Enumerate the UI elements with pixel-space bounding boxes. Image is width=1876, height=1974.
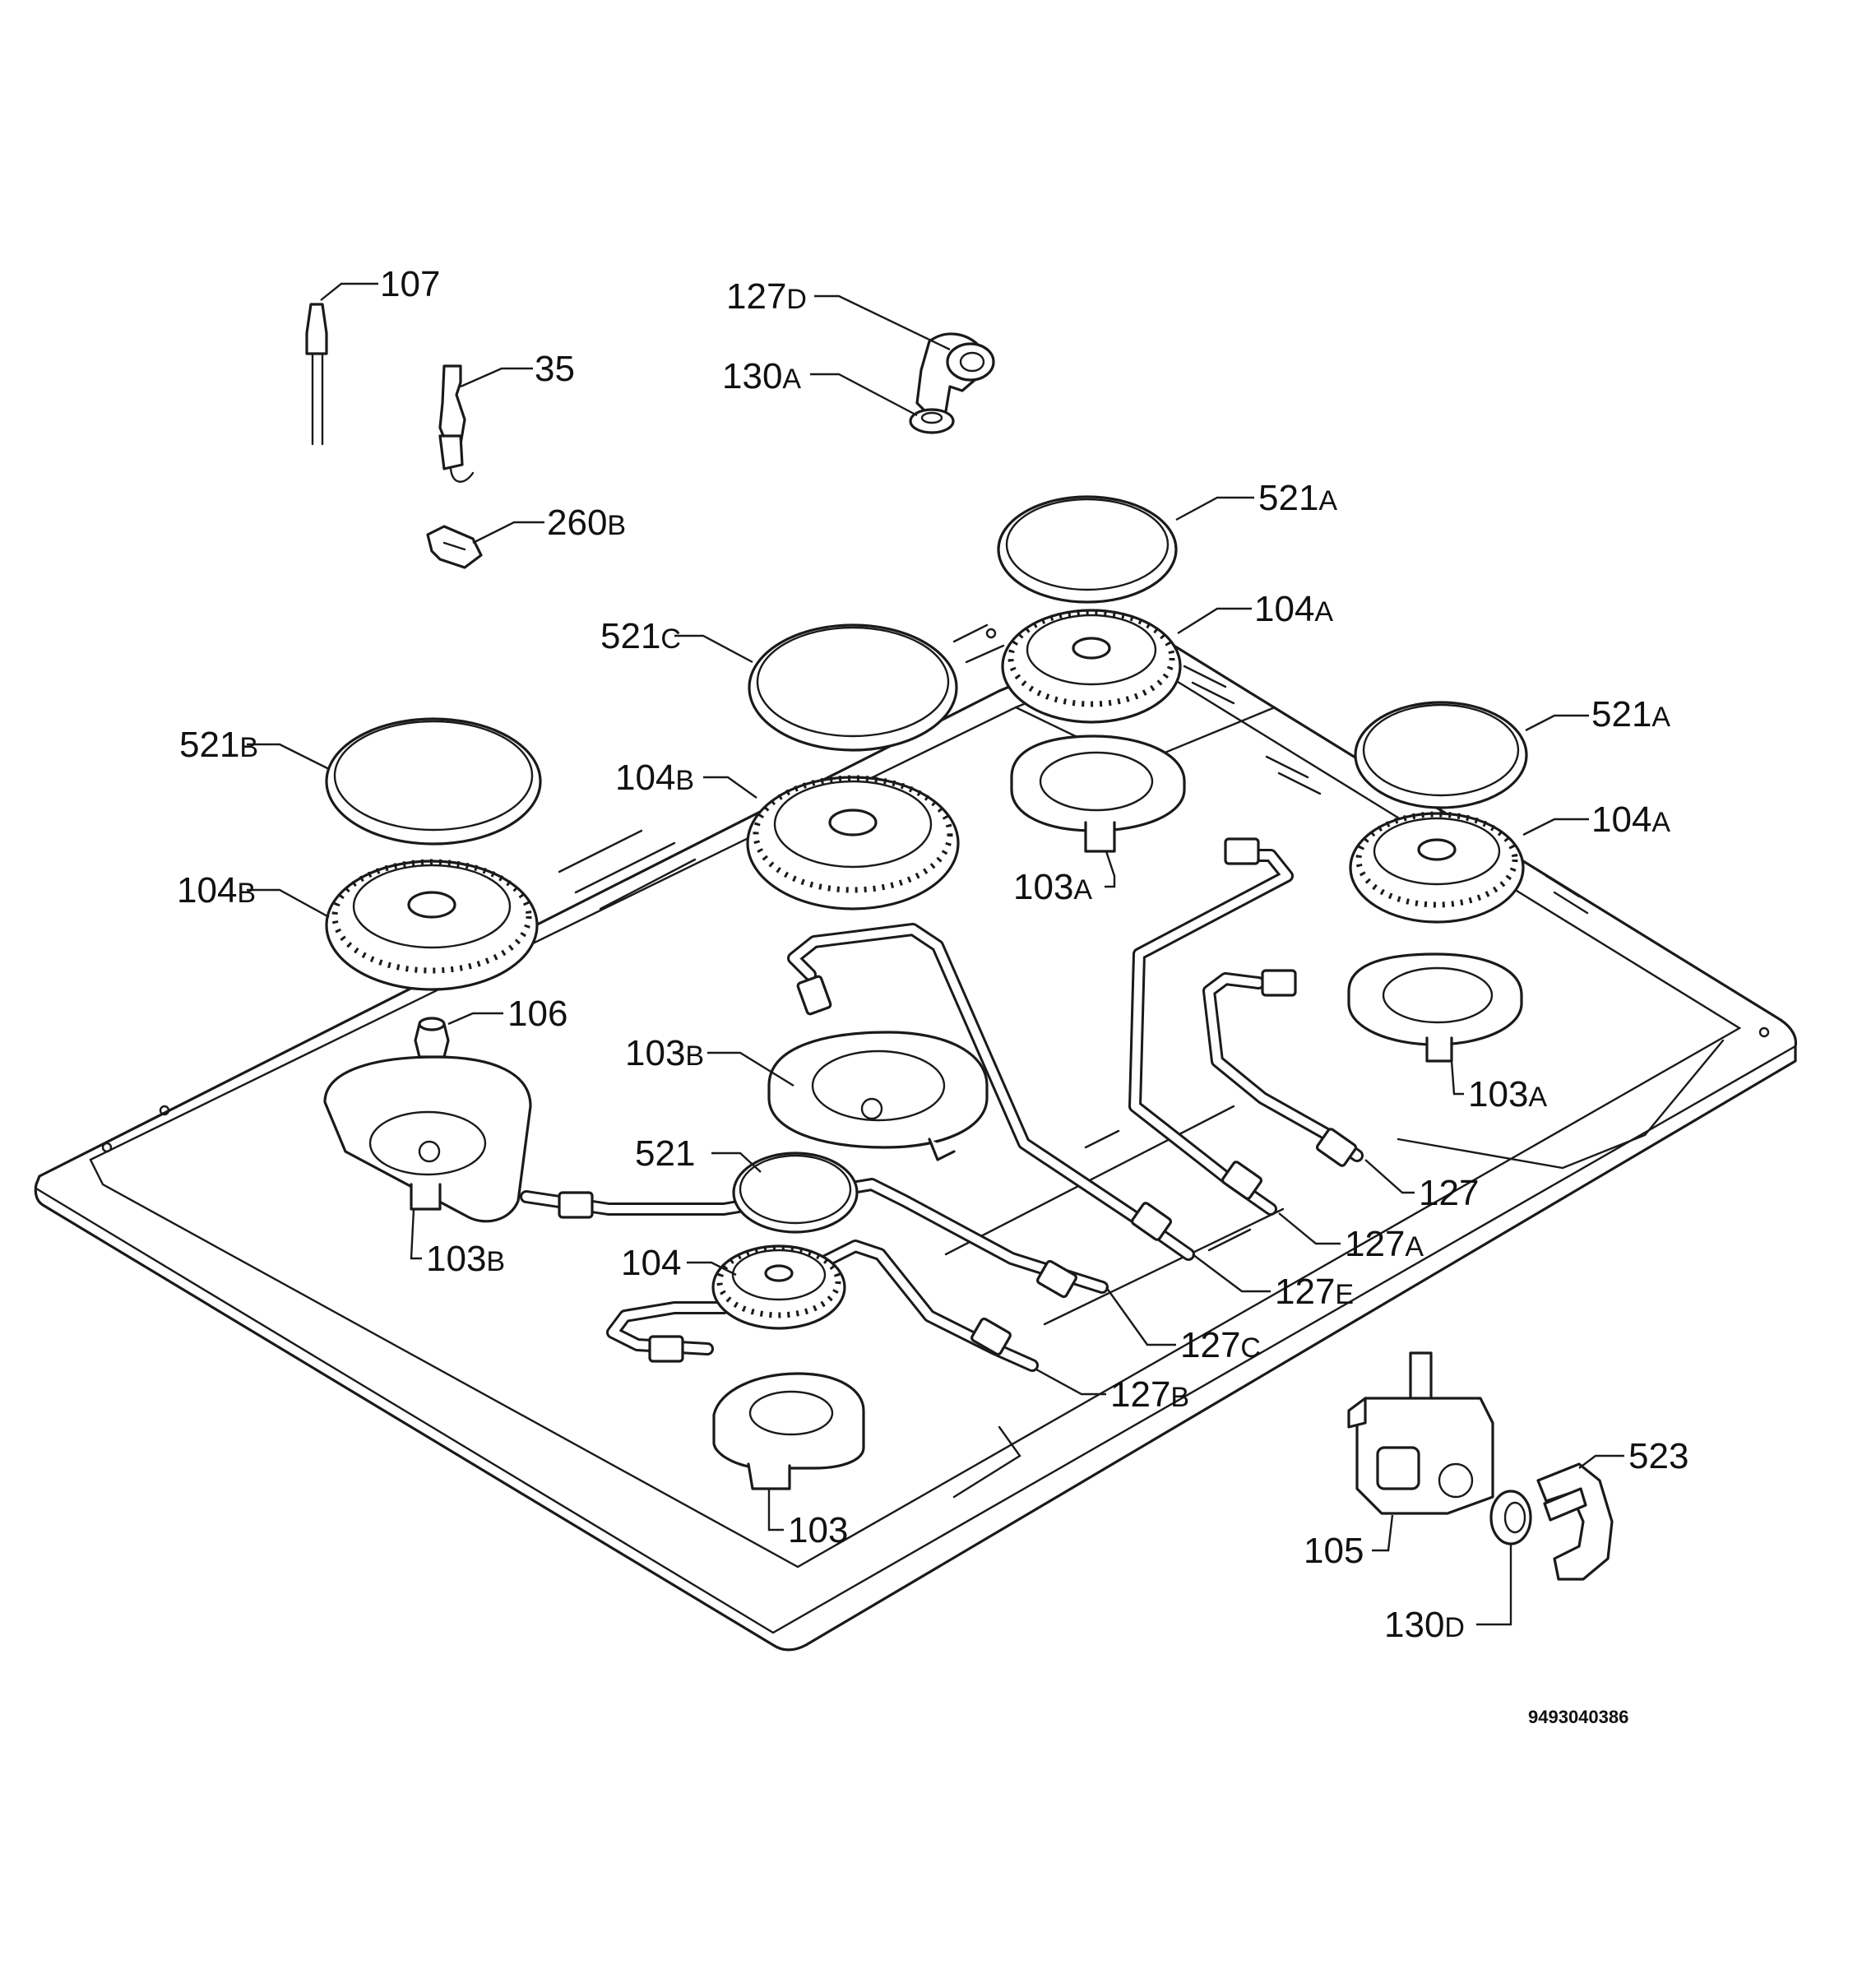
gas-tap-105 [1347,1351,1494,1515]
label-130a: 130A [722,356,801,396]
flame-spreader-104b-left [325,859,539,991]
burner-bodies [323,734,1523,1490]
injector-106 [414,1017,450,1059]
label-127a: 127A [1345,1224,1424,1264]
label-130d: 130D [1384,1605,1465,1645]
burner-cap-521c [748,623,958,752]
label-127e: 127E [1275,1272,1354,1312]
elbow-connector-127d [915,332,995,417]
label-104b-mid: 104B [615,758,694,798]
label-127: 127 [1419,1173,1479,1213]
label-127c: 127C [1180,1325,1261,1365]
label-103b-left: 103B [426,1239,505,1279]
part-labels: 107 35 260B 127D 130A 521A 104A 521C 521… [177,264,1688,1645]
burner-cap-521a-right [1354,701,1528,809]
label-105: 105 [1304,1531,1364,1571]
burner-body-103b-mid [767,1031,989,1161]
burner-caps [325,495,1528,1234]
label-127b: 127B [1110,1374,1189,1415]
label-521c: 521C [600,616,681,656]
label-521a-right: 521A [1591,694,1670,734]
label-103a-right: 103A [1468,1074,1547,1114]
document-code: 9493040386 [1528,1707,1628,1727]
flame-spreader-104b-mid [746,775,960,911]
small-parts [305,303,1614,1581]
flame-spreader-104a-right [1349,811,1525,924]
seal-130d [1489,1490,1532,1545]
bracket-523 [1536,1462,1614,1581]
burner-body-103a-right [1347,952,1523,1063]
label-104a-top: 104A [1254,589,1333,629]
label-103: 103 [788,1510,848,1550]
label-107: 107 [380,264,440,304]
label-104b-left: 104B [177,870,256,911]
burner-cap-521a-top [997,495,1178,604]
burner-body-103a-mid [1010,734,1186,853]
label-523: 523 [1628,1436,1688,1476]
label-127d: 127D [726,276,807,317]
gas-pipes [520,837,1364,1372]
label-104a-right: 104A [1591,799,1670,840]
spark-electrode-35 [438,364,475,483]
label-521b: 521B [179,725,258,765]
label-103a-mid: 103A [1013,867,1092,907]
leader-lines [247,282,1624,1626]
label-260b: 260B [547,503,626,543]
pipe-127c [520,1178,1109,1294]
flame-spreaders [325,609,1525,1330]
burner-cap-521 [732,1152,859,1234]
burner-cap-521b [325,717,542,846]
burner-body-103b-left [323,1055,532,1223]
label-104: 104 [621,1243,681,1283]
label-35: 35 [535,349,575,389]
flame-spreader-104a-top [1001,609,1182,724]
thermocouple-107 [305,303,328,446]
seal-130a [909,408,955,434]
label-521: 521 [635,1133,695,1174]
pipe-fittings [558,837,1358,1363]
label-521a-top: 521A [1258,478,1337,518]
flame-spreader-104 [711,1244,846,1330]
clip-260b [426,525,483,569]
pipe-127e [787,923,1195,1261]
label-103b-mid: 103B [625,1033,704,1073]
label-106: 106 [507,994,567,1034]
burner-body-103 [712,1372,865,1490]
